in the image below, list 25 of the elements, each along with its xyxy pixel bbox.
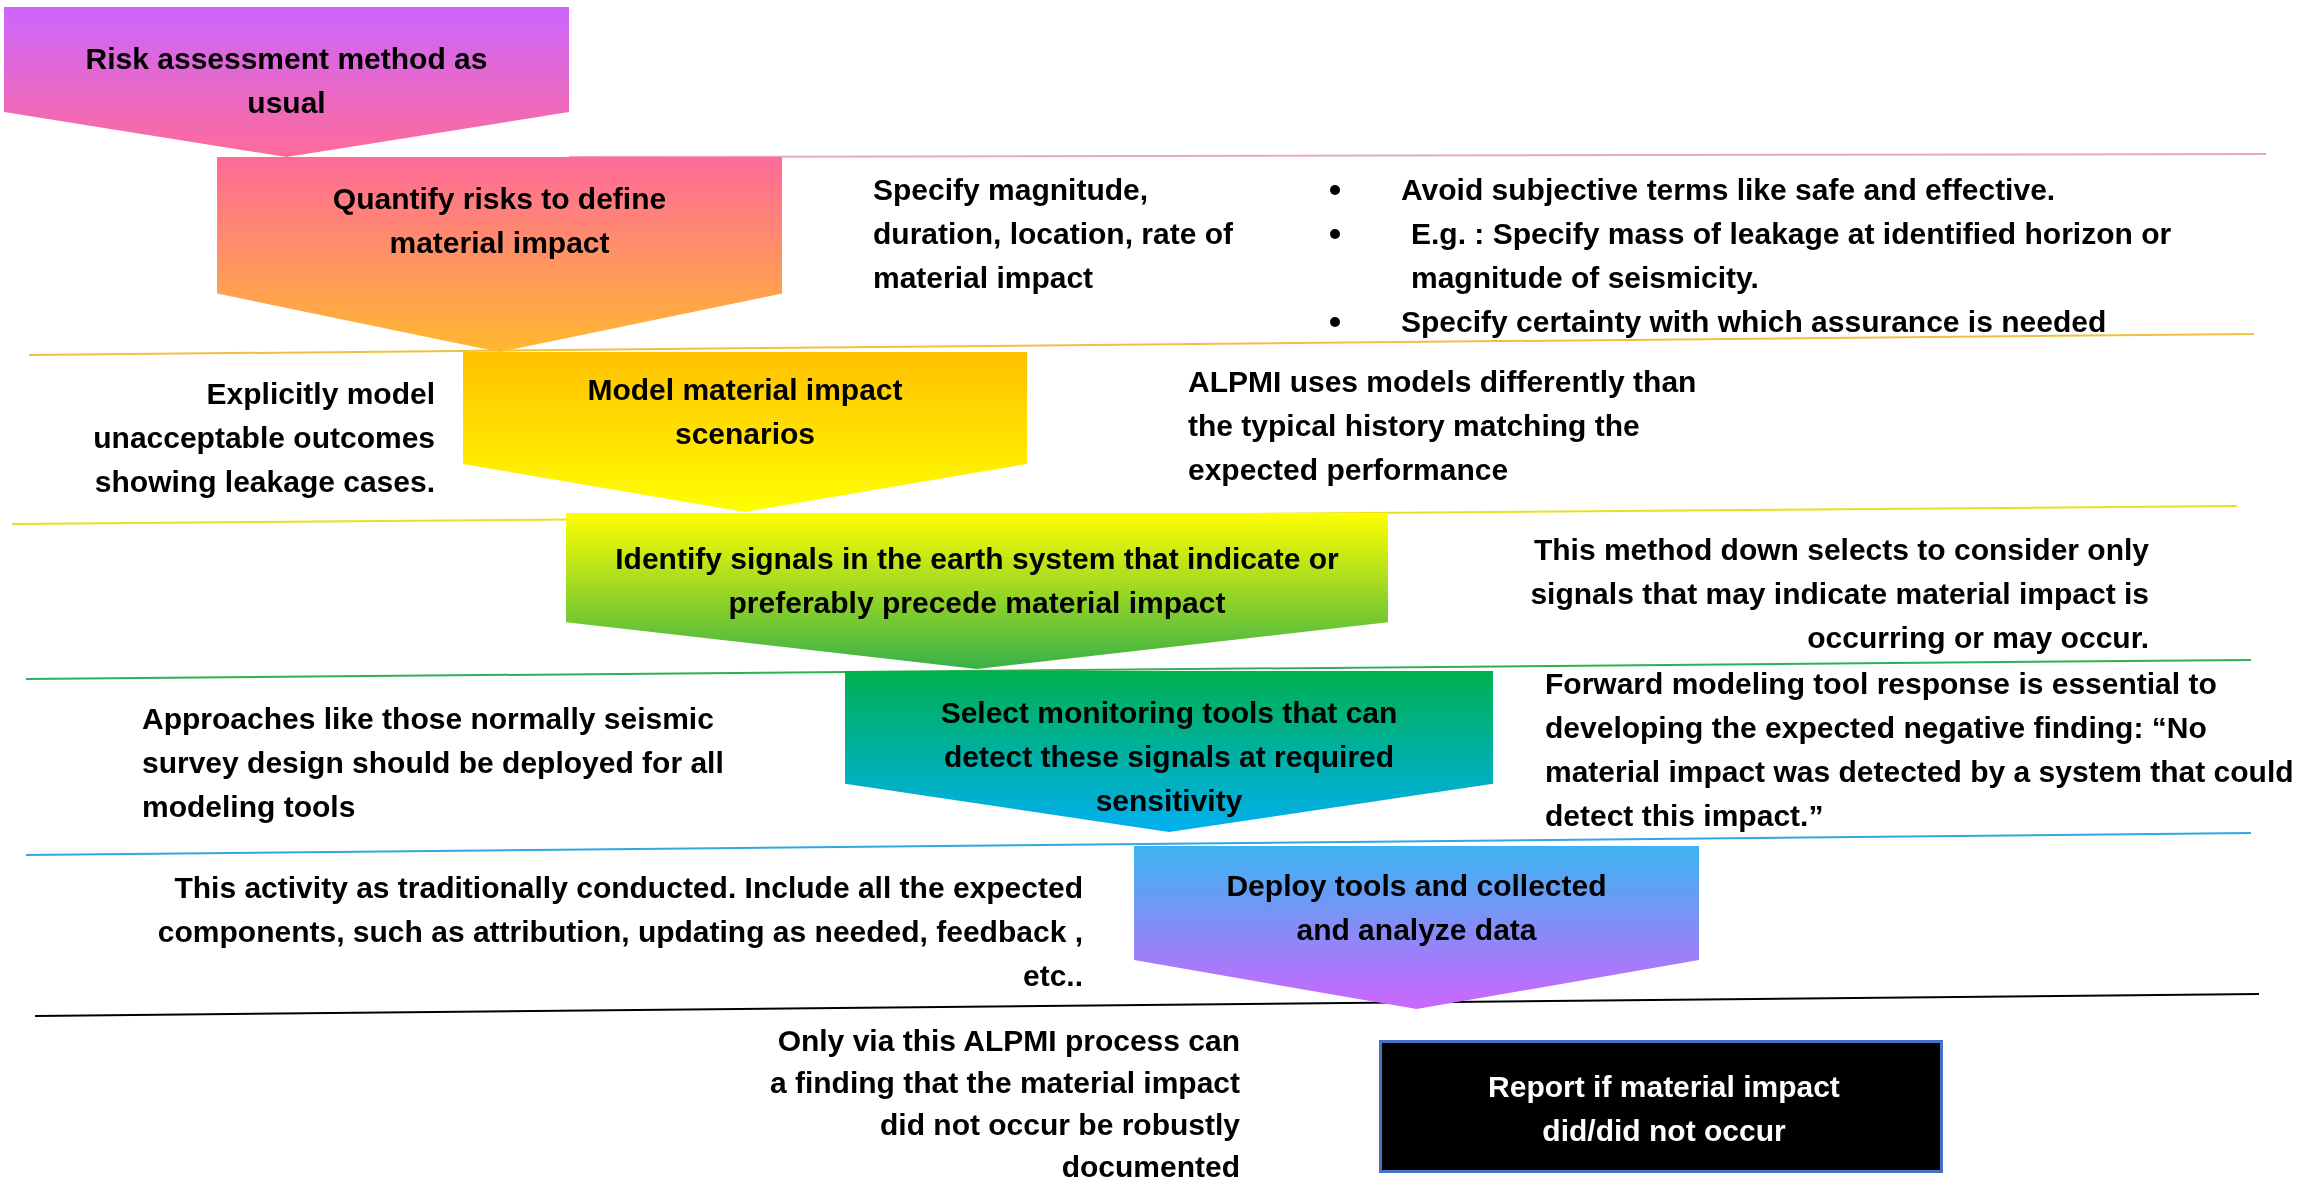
note-text: Explicitly model unacceptable outcomes showing leakage cases. bbox=[92, 376, 435, 500]
step-text: Select monitoring tools that can detect these signals at required sensitivity bbox=[939, 695, 1399, 819]
note-text: Only via this ALPMI process can a finding that the material impact did not occur be robustly documented bbox=[768, 1023, 1240, 1185]
note-text: E.g. : Specify mass of leakage at identified horizon or magnitude of seismicity. bbox=[1411, 216, 2173, 296]
chevron-shape bbox=[463, 352, 1027, 512]
report-box bbox=[1379, 1040, 1943, 1173]
step-text: Model material impact scenarios bbox=[586, 372, 904, 452]
chevron-shape bbox=[845, 671, 1493, 832]
note-text: This method down selects to consider only signals that may indicate material impact is occurring or may occur. bbox=[1529, 532, 2149, 656]
chevron-shape bbox=[1134, 846, 1699, 1009]
note-text: Specify certainty with which assurance is needed bbox=[1401, 304, 2108, 340]
note-text: Avoid subjective terms like safe and effective. bbox=[1401, 172, 2057, 208]
note-text: Specify magnitude, duration, location, rate of material impact bbox=[873, 172, 1234, 296]
step-text: Deploy tools and collected and analyze data bbox=[1225, 868, 1608, 948]
note-text: Forward modeling tool response is essential to developing the expected negative finding: “No material impact was detected by a system that could detect this impact.” bbox=[1545, 666, 2295, 834]
note-text: ALPMI uses models differently than the typical history matching the expected performance bbox=[1188, 364, 1698, 488]
step-text: Risk assessment method as usual bbox=[84, 41, 489, 121]
chevron-shape bbox=[566, 513, 1388, 669]
chevron-shape bbox=[217, 157, 782, 352]
note-text: This activity as traditionally conducted. Include all the expected components, such as attribution, updating as needed, feedback , etc.. bbox=[156, 870, 1083, 994]
step-text: Report if material impact did/did not occur bbox=[1487, 1069, 1841, 1149]
step-text: Quantify risks to define material impact bbox=[331, 181, 668, 261]
step-text: Identify signals in the earth system that indicate or preferably precede material impact bbox=[614, 541, 1340, 621]
chevron-shape bbox=[4, 7, 569, 157]
note-text: Approaches like those normally seismic survey design should be deployed for all modeling tools bbox=[142, 701, 725, 825]
